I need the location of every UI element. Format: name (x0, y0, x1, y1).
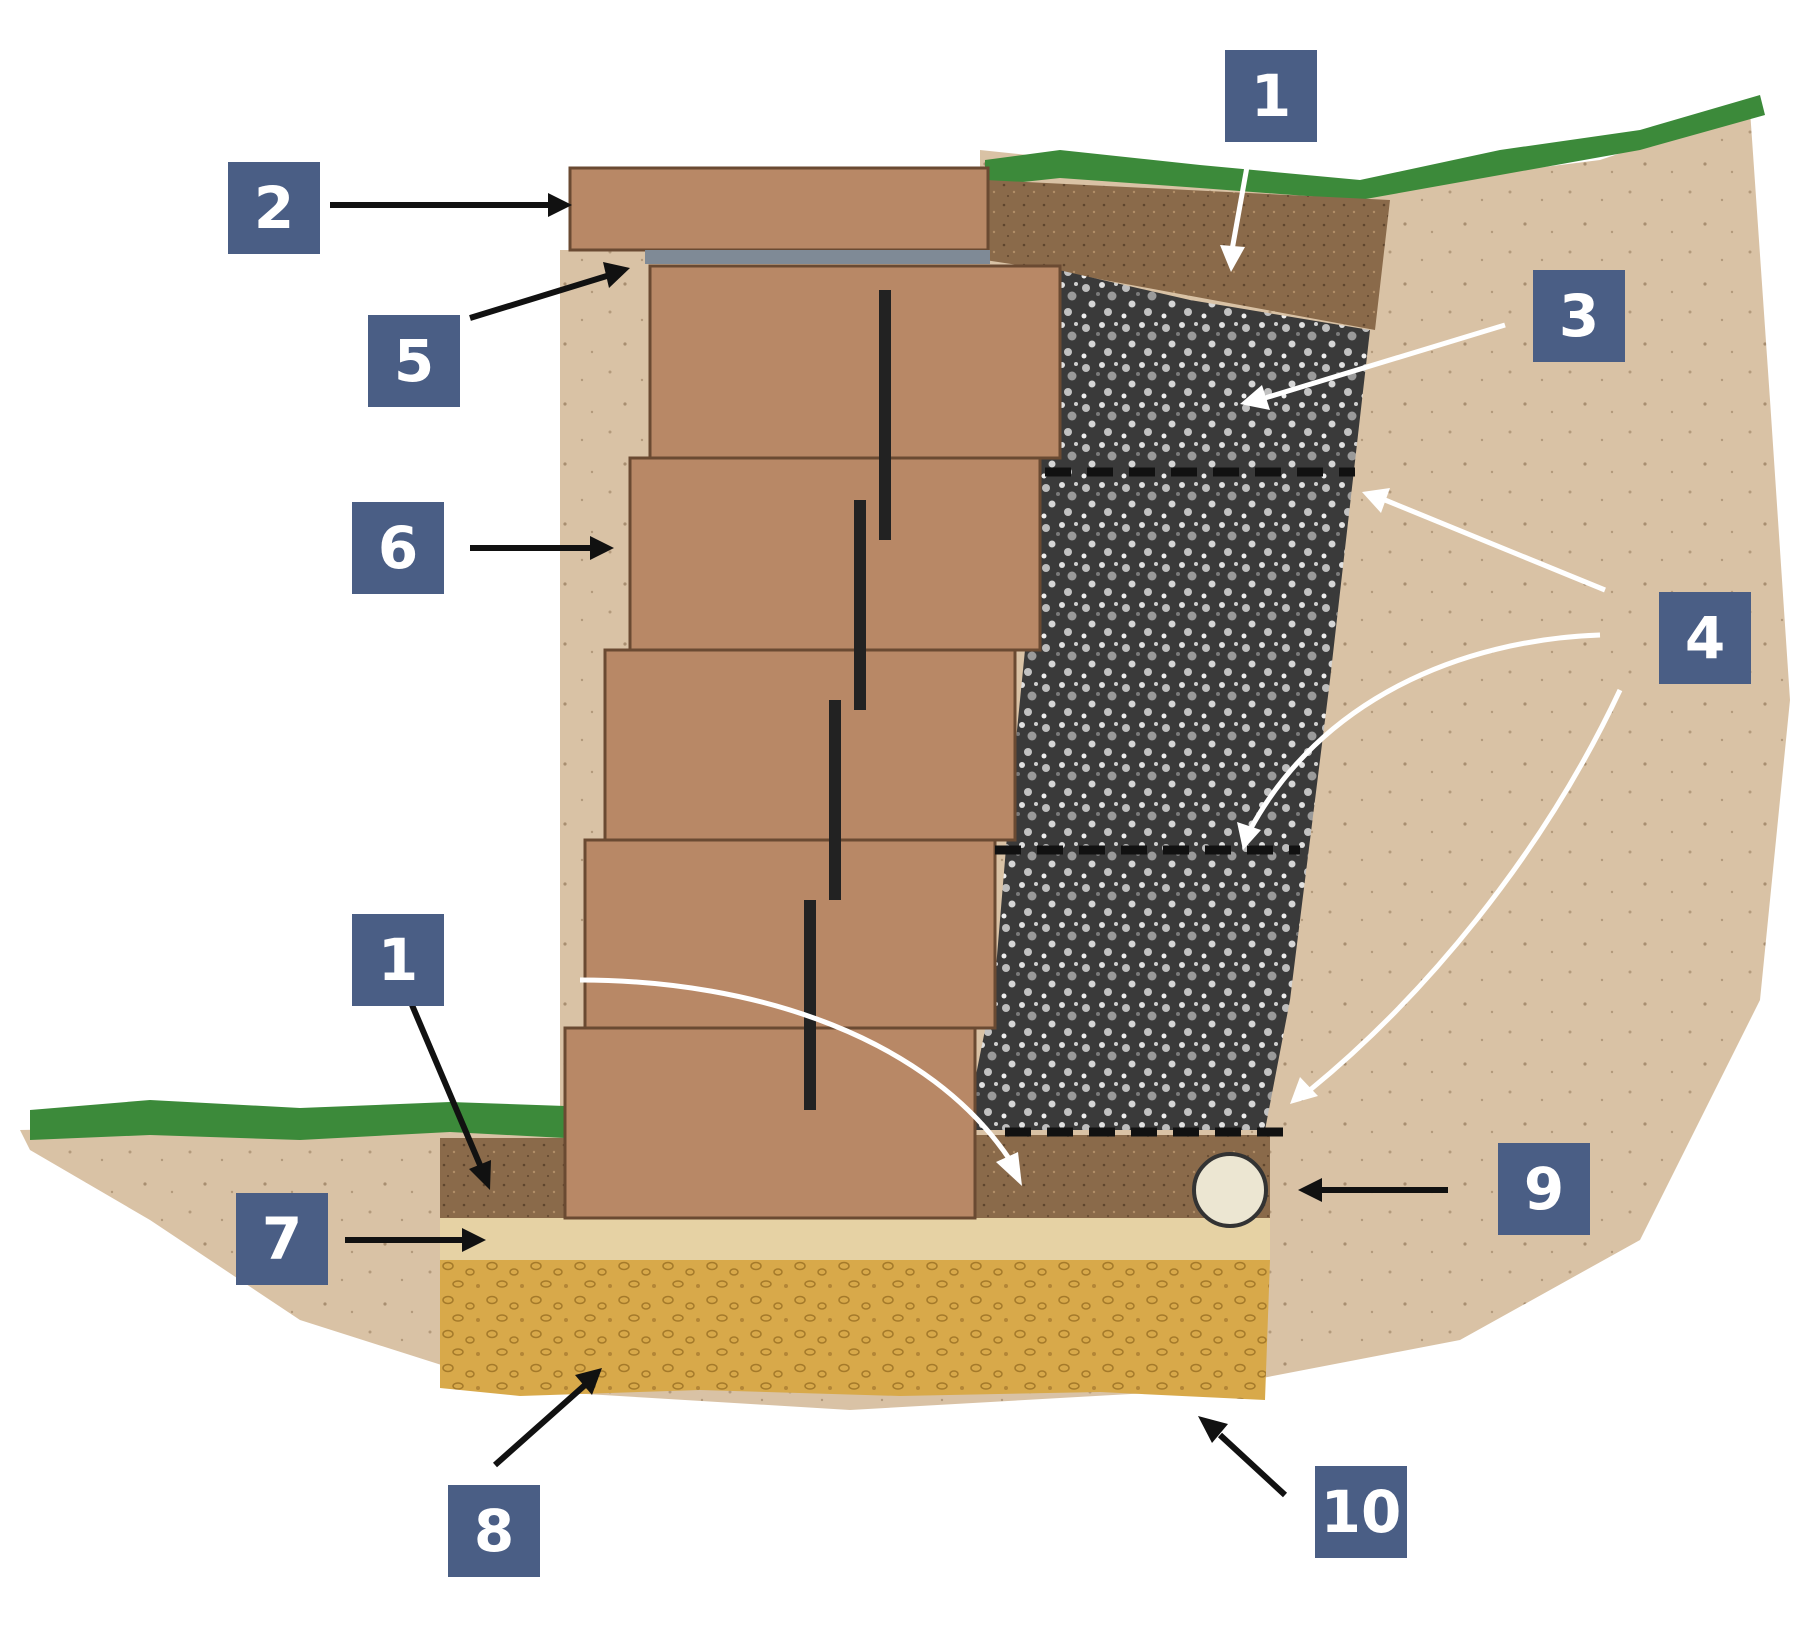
callout-9: 9 (1498, 1143, 1590, 1235)
callout-label: 4 (1685, 604, 1725, 672)
callout-label: 1 (378, 926, 418, 994)
topsoil-front (440, 1138, 565, 1218)
wall-block-course-1 (563, 1026, 977, 1220)
callout-label: 3 (1559, 282, 1599, 350)
cap-adhesive (645, 250, 990, 264)
wall-block-course-4 (628, 456, 1042, 652)
wall-block-course-3 (603, 648, 1017, 842)
callout-10: 10 (1315, 1466, 1407, 1558)
callout-1-top: 1 (1225, 50, 1317, 142)
topsoil-upper (985, 180, 1390, 330)
callout-7: 7 (236, 1193, 328, 1285)
leveling-sand (440, 1218, 1270, 1260)
callout-6: 6 (352, 502, 444, 594)
callout-5: 5 (368, 315, 460, 407)
arrows (330, 149, 1623, 1498)
callout-4: 4 (1659, 592, 1751, 684)
callout-label: 9 (1524, 1155, 1564, 1223)
callout-label: 2 (254, 174, 294, 242)
callout-2: 2 (228, 162, 320, 254)
callout-label: 10 (1321, 1478, 1402, 1546)
callout-label: 5 (394, 327, 434, 395)
callout-label: 1 (1251, 62, 1291, 130)
drain-pipe (1192, 1152, 1268, 1228)
compacted-base (440, 1260, 1270, 1400)
callout-1-bottom: 1 (352, 914, 444, 1006)
connection-pins (804, 290, 891, 1110)
callout-3: 3 (1533, 270, 1625, 362)
callout-8: 8 (448, 1485, 540, 1577)
cap-block (568, 166, 990, 252)
callout-label: 8 (474, 1497, 514, 1565)
drainage-aggregate (965, 268, 1370, 1130)
callout-label: 6 (378, 514, 418, 582)
callout-label: 7 (262, 1205, 302, 1273)
wall-block-course-2 (583, 838, 997, 1030)
grass-top (985, 95, 1765, 200)
grass-bottom (30, 1100, 565, 1140)
wall-block-course-5 (648, 264, 1062, 460)
